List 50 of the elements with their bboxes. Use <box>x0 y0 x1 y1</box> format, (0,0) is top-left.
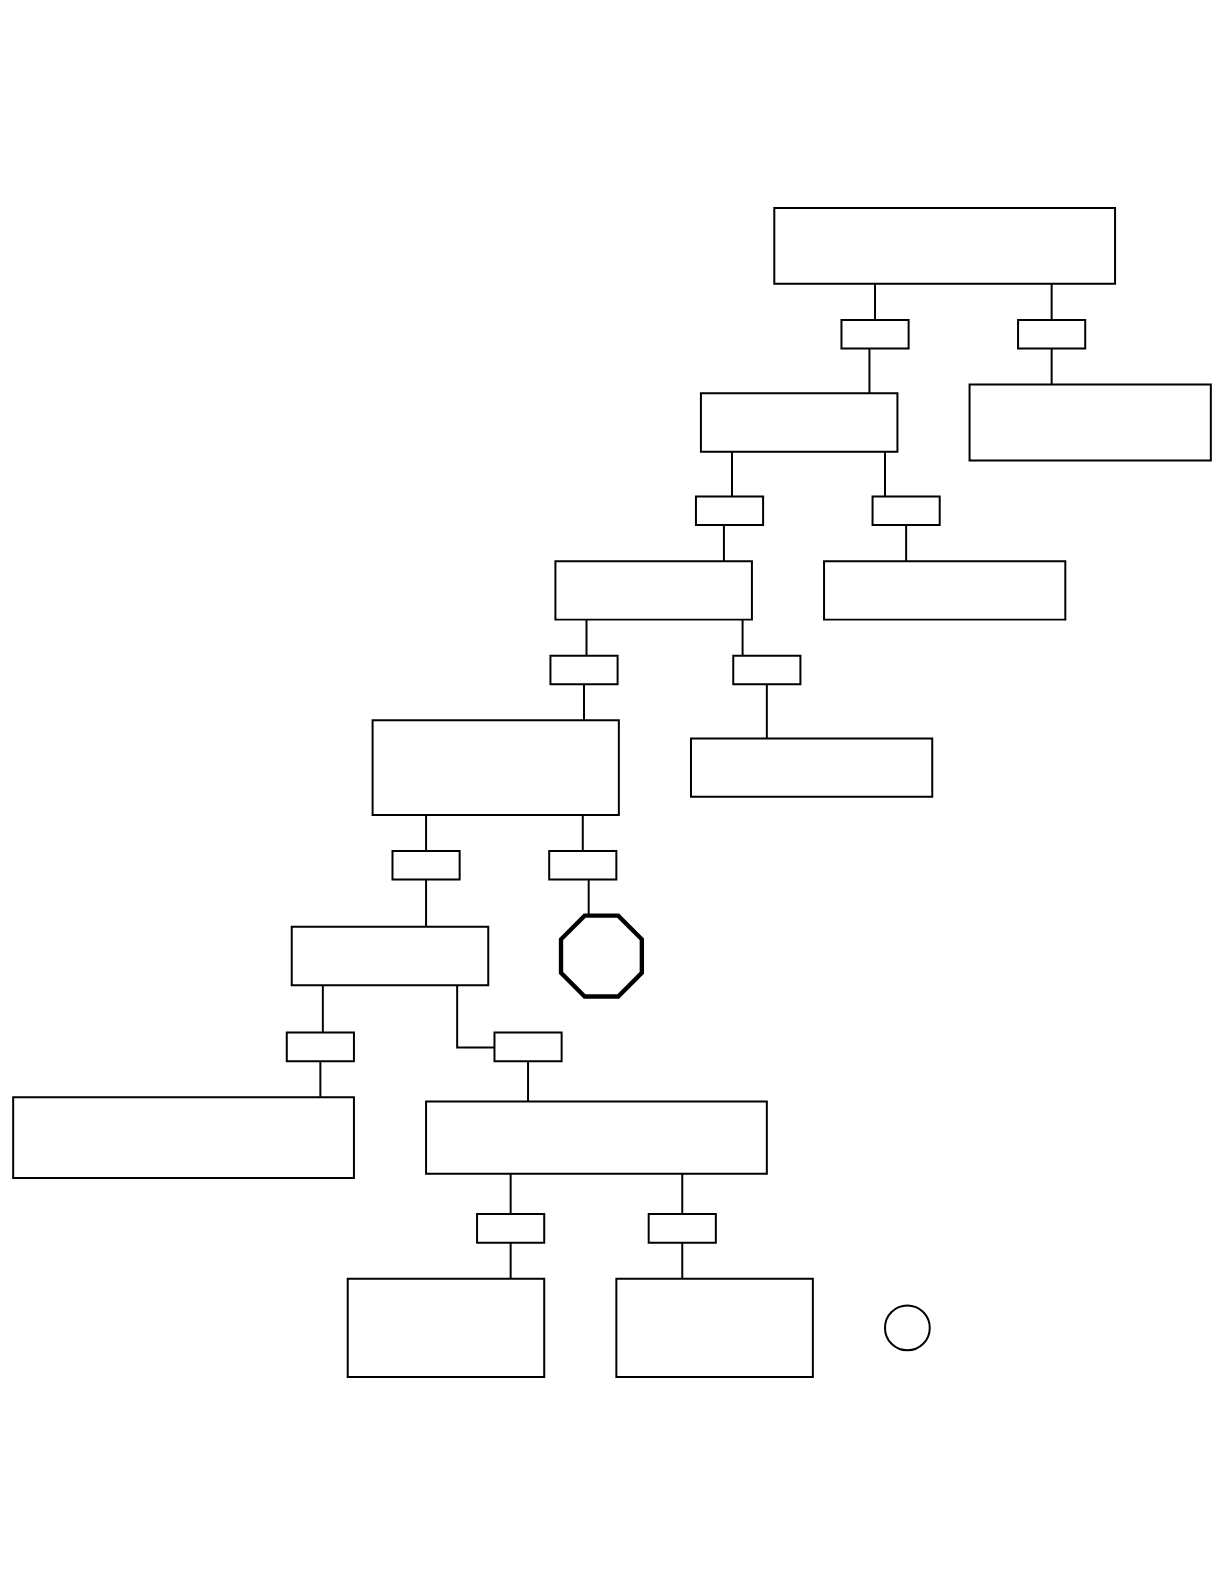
node-box <box>371 718 620 816</box>
node-box <box>554 559 753 621</box>
connector <box>509 1172 512 1215</box>
connector <box>319 1059 322 1098</box>
connector <box>1050 347 1053 385</box>
connector <box>874 282 877 321</box>
node-box <box>823 559 1067 621</box>
connector <box>425 813 428 852</box>
node-box <box>285 1031 355 1062</box>
connector <box>456 983 496 1048</box>
node-box <box>732 654 802 685</box>
connector <box>681 1241 684 1280</box>
connector <box>509 1241 512 1280</box>
node-box <box>425 1100 768 1175</box>
node-box <box>699 391 899 453</box>
node-box <box>871 495 941 526</box>
node-box <box>12 1095 355 1179</box>
node-box <box>346 1277 546 1378</box>
node-box <box>391 849 461 881</box>
connector <box>587 878 590 916</box>
node-box <box>549 654 619 685</box>
node-box <box>647 1212 717 1244</box>
node-box <box>290 925 490 986</box>
connector <box>425 878 428 927</box>
node-box <box>1017 318 1087 349</box>
connector <box>583 682 585 721</box>
connector <box>731 450 733 497</box>
node-box <box>694 495 765 526</box>
connector <box>681 1172 684 1215</box>
connector <box>765 682 768 739</box>
connector <box>321 984 324 1033</box>
connector <box>1050 282 1053 321</box>
node-box <box>689 736 934 798</box>
node-box <box>968 383 1212 461</box>
node-box <box>476 1212 546 1244</box>
connector <box>884 450 886 497</box>
node-box <box>615 1277 814 1378</box>
connector <box>868 347 871 394</box>
connector <box>905 523 908 562</box>
connector <box>722 523 725 562</box>
node-octagon <box>558 912 645 999</box>
connector <box>741 618 744 656</box>
node-box <box>773 206 1117 285</box>
connector <box>581 813 584 852</box>
node-box <box>493 1031 563 1062</box>
node-box <box>840 318 910 349</box>
node-circle <box>884 1304 931 1351</box>
connector <box>527 1059 530 1102</box>
connector <box>585 618 588 656</box>
node-box <box>548 849 618 881</box>
